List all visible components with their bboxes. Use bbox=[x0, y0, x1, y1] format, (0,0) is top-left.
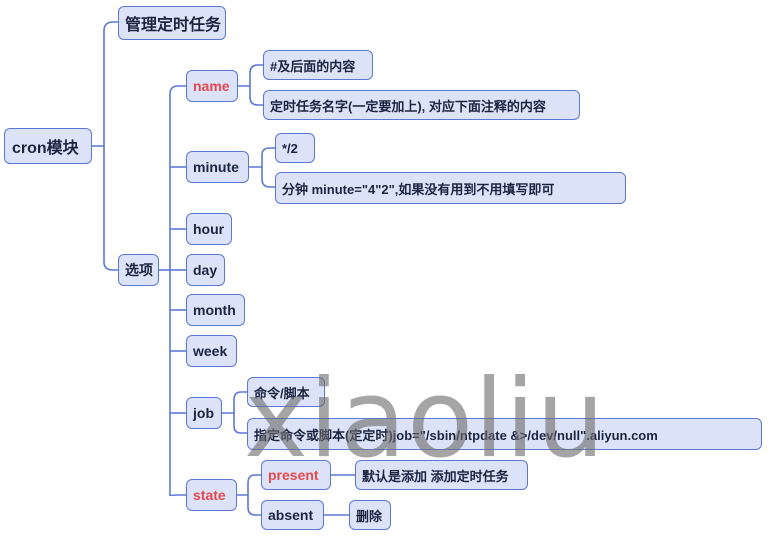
note-job-example: 指定命令或脚本(定定时)job="/sbin/ntpdate &>/dev/nu… bbox=[247, 418, 762, 450]
note-name-task-name: 定时任务名字(一定要加上), 对应下面注释的内容 bbox=[263, 90, 580, 120]
node-state-present: present bbox=[261, 460, 331, 490]
root-node-cron-module: cron模块 bbox=[4, 128, 92, 164]
node-name: name bbox=[186, 70, 238, 102]
note-minute-every-2: */2 bbox=[275, 133, 315, 163]
node-hour: hour bbox=[186, 213, 232, 245]
note-absent-delete: 删除 bbox=[349, 500, 391, 530]
note-minute-description: 分钟 minute="4"2",如果没有用到不用填写即可 bbox=[275, 172, 626, 204]
node-month: month bbox=[186, 294, 245, 326]
node-state-absent: absent bbox=[261, 500, 324, 530]
note-job-command-script: 命令/脚本 bbox=[247, 377, 325, 407]
node-manage-scheduled-tasks: 管理定时任务 bbox=[118, 6, 226, 40]
node-minute: minute bbox=[186, 151, 249, 183]
note-present-default-add: 默认是添加 添加定时任务 bbox=[355, 460, 528, 490]
node-state: state bbox=[186, 479, 237, 511]
node-week: week bbox=[186, 335, 237, 367]
node-day: day bbox=[186, 254, 225, 286]
node-job: job bbox=[186, 397, 222, 429]
node-options: 选项 bbox=[118, 254, 159, 286]
note-name-hash-content: #及后面的内容 bbox=[263, 50, 373, 80]
